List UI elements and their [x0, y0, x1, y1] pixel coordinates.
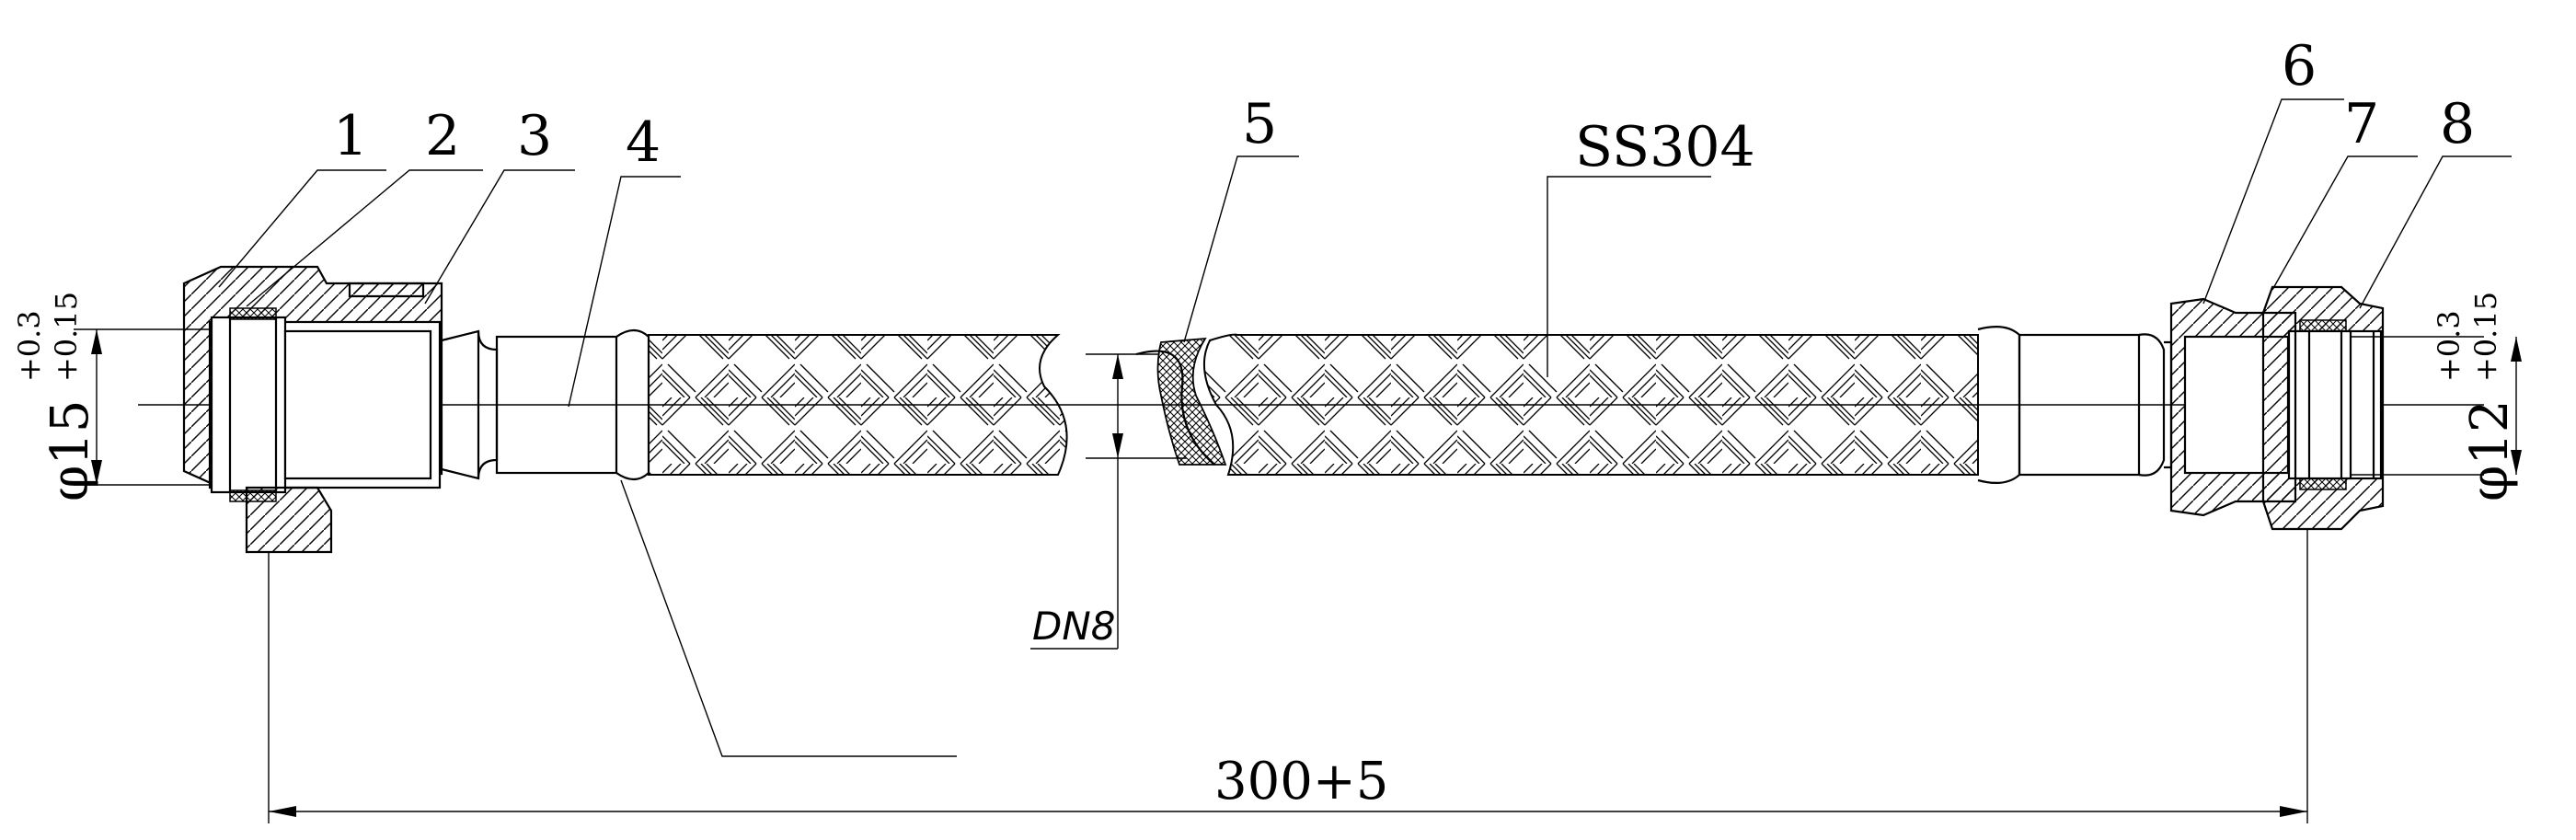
callout-4: 4	[626, 110, 661, 175]
left-tol-upper: +0.3	[12, 310, 47, 382]
material-label: SS304	[1575, 115, 1755, 179]
dn-dimension	[1030, 353, 1187, 650]
leader-lines	[218, 98, 2512, 757]
inner-tube-5	[1156, 337, 1227, 466]
braided-hose-left	[648, 334, 1068, 476]
length-dimension	[268, 529, 2308, 823]
callout-7: 7	[2344, 92, 2379, 156]
callout-6: 6	[2282, 34, 2317, 98]
braided-hose-right	[1202, 333, 1979, 476]
callout-8: 8	[2440, 92, 2475, 156]
right-diameter-value: φ12	[2460, 400, 2520, 501]
callout-2: 2	[425, 104, 460, 168]
length-value: 300+5	[1214, 752, 1388, 811]
right-diameter-dimension	[2351, 336, 2522, 476]
right-fitting	[1977, 285, 2385, 531]
callout-1: 1	[333, 104, 368, 168]
left-tol-lower: +0.15	[49, 292, 84, 382]
callout-3: 3	[517, 104, 552, 168]
right-tol-lower: +0.15	[2468, 292, 2503, 382]
left-diameter-value: φ15	[40, 400, 100, 501]
dn-label: DN8	[1032, 604, 1115, 649]
left-diameter-dimension	[74, 328, 210, 486]
right-tol-upper: +0.3	[2432, 310, 2467, 382]
left-fitting	[182, 265, 650, 554]
callout-5: 5	[1242, 92, 1277, 156]
